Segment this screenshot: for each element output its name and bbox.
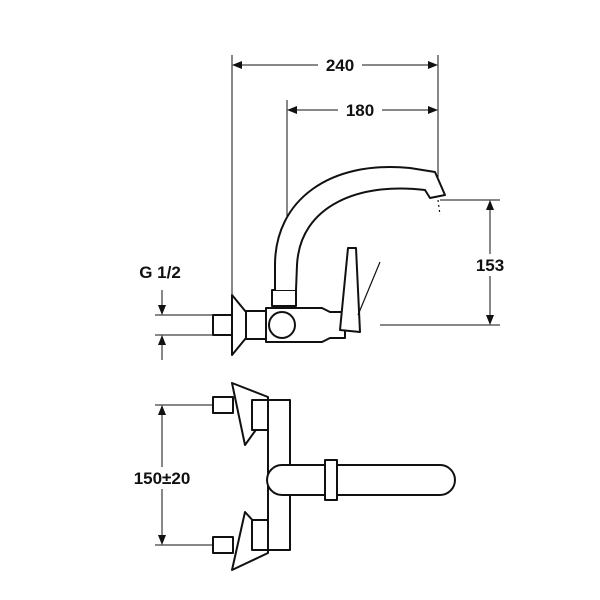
dimension-inlet-spacing: 150±20 xyxy=(130,404,228,546)
thread-label: G 1/2 xyxy=(139,263,181,282)
faucet-top-view xyxy=(212,382,456,571)
faucet-side-view xyxy=(212,166,446,356)
dimension-240: 240 xyxy=(231,54,439,300)
dimension-label-153: 153 xyxy=(476,256,504,275)
dimension-thread: G 1/2 xyxy=(139,263,215,360)
inlet-spacing-label: 150±20 xyxy=(134,469,191,488)
dimension-label-240: 240 xyxy=(326,56,354,75)
dimension-153: 153 xyxy=(380,199,512,326)
dimension-label-180: 180 xyxy=(346,101,374,120)
dimension-180: 180 xyxy=(286,99,438,275)
